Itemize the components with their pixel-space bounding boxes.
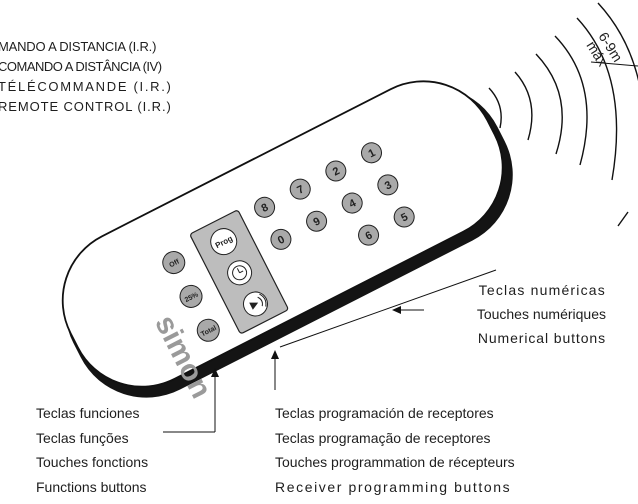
programming-arrowhead	[271, 350, 279, 359]
svg-text:0: 0	[276, 234, 287, 247]
range-indicator-line	[590, 61, 638, 67]
key-5[interactable]: 5	[391, 204, 418, 231]
key-9[interactable]: 9	[303, 208, 330, 235]
numeric-keys: 8 0 7 9 2 4 6 1 3 5	[251, 139, 418, 253]
numerical-label-en: Numerical buttons	[477, 330, 606, 346]
svg-text:1: 1	[367, 147, 378, 160]
function-label-es: Teclas funciones	[36, 405, 140, 421]
svg-text:Off: Off	[168, 258, 181, 269]
programming-label-pt: Teclas programação de receptores	[275, 429, 491, 446]
title-en: REMOTE CONTROL (I.R.)	[0, 99, 172, 114]
svg-text:7: 7	[295, 183, 306, 196]
key-8[interactable]: 8	[251, 194, 278, 221]
svg-text:4: 4	[347, 197, 359, 211]
25-percent-button[interactable]: 25%	[176, 282, 206, 312]
key-4[interactable]: 4	[339, 190, 366, 217]
clock-icon[interactable]	[223, 257, 255, 289]
function-buttons-callout: Teclas funciones Teclas funções Touches …	[36, 401, 148, 499]
ir-signal-waves	[488, 2, 638, 227]
programming-label-fr: Touches programmation de récepteurs	[275, 454, 515, 470]
title-block: MANDO A DISTANCIA (I.R.) COMANDO A DISTÂ…	[0, 37, 238, 117]
title-fr: TÉLÉCOMMANDE (I.R.)	[0, 79, 173, 94]
off-button[interactable]: Off	[159, 248, 189, 278]
key-0[interactable]: 0	[267, 226, 294, 253]
function-label-fr: Touches fonctions	[36, 454, 149, 470]
svg-text:2: 2	[331, 165, 342, 178]
programming-buttons-callout: Teclas programación de receptores Teclas…	[275, 401, 515, 499]
svg-text:3: 3	[383, 179, 394, 192]
key-6[interactable]: 6	[355, 222, 382, 249]
numerical-buttons-callout: Teclas numéricas Touches numériques Nume…	[477, 278, 606, 350]
remote-control: simon Off 25% Total Prog	[61, 80, 513, 404]
programming-keys: Prog	[206, 224, 271, 320]
numerical-label-es: Teclas numéricas	[478, 282, 606, 298]
key-7[interactable]: 7	[287, 176, 314, 203]
function-label-en: Functions buttons	[36, 478, 147, 495]
svg-text:5: 5	[399, 211, 410, 224]
key-1[interactable]: 1	[358, 139, 385, 166]
key-3[interactable]: 3	[374, 171, 401, 198]
callout-lines	[163, 269, 497, 433]
svg-text:8: 8	[260, 201, 271, 214]
svg-text:9: 9	[312, 215, 323, 228]
function-keys: Off 25% Total	[159, 248, 223, 345]
key-2[interactable]: 2	[322, 158, 349, 185]
numerical-label-fr: Touches numériques	[476, 306, 606, 322]
svg-text:6: 6	[364, 229, 375, 242]
receiver-icon[interactable]	[239, 288, 271, 320]
numerical-bracket-line	[279, 269, 497, 348]
numerical-arrowhead	[392, 306, 401, 314]
prog-button[interactable]: Prog	[206, 224, 241, 259]
function-label-pt: Teclas funções	[36, 429, 129, 446]
programming-label-es: Teclas programación de receptores	[275, 405, 494, 421]
programming-label-en: Receiver programming buttons	[275, 478, 512, 495]
total-button[interactable]: Total	[193, 315, 223, 345]
title-pt: COMANDO A DISTÂNCIA (IV)	[0, 59, 162, 74]
function-arrowhead	[211, 368, 219, 377]
title-es: MANDO A DISTANCIA (I.R.)	[0, 39, 157, 54]
